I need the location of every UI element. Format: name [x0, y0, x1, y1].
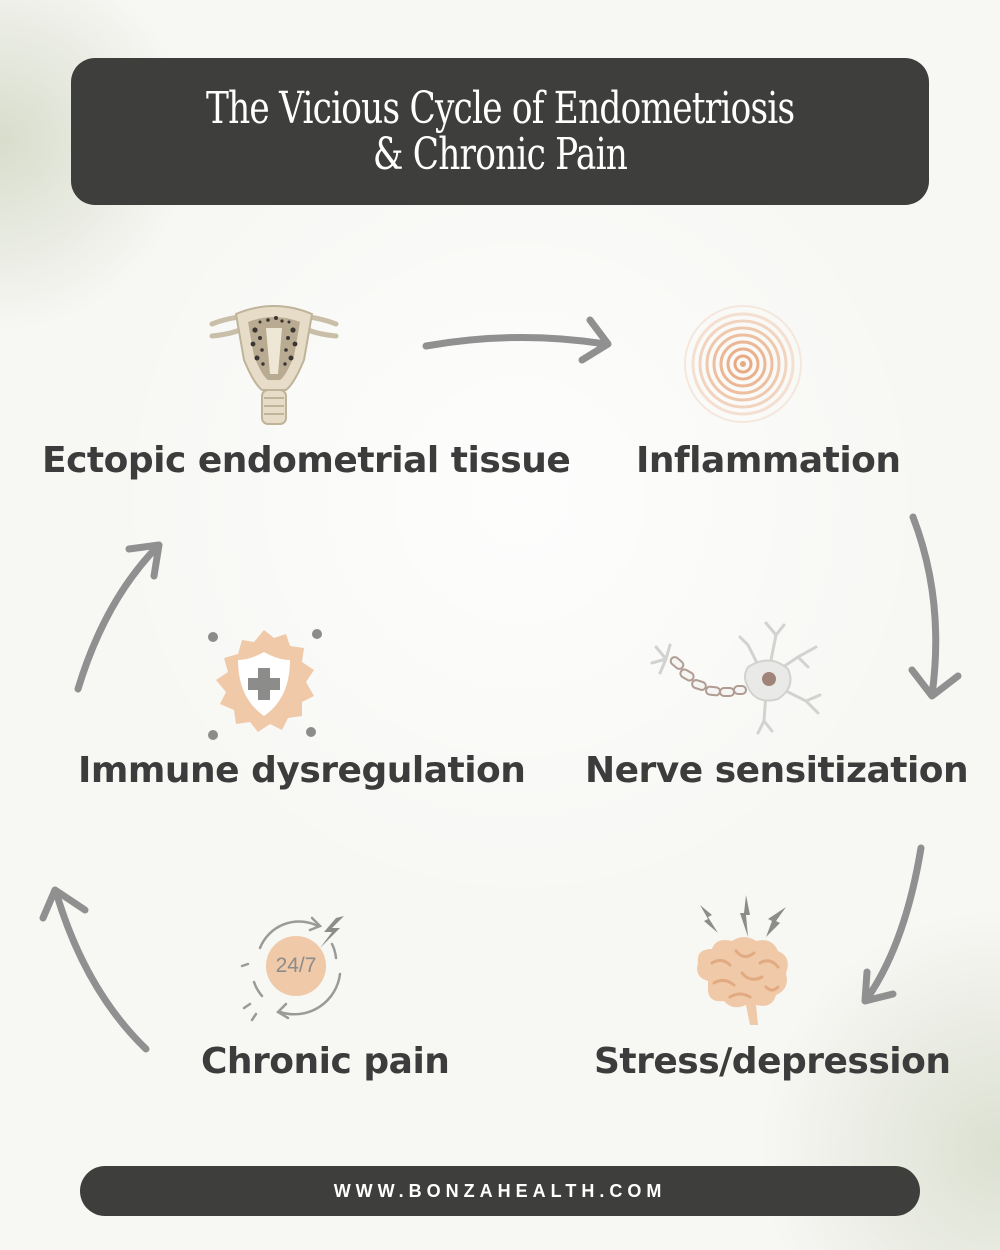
brain-lightning-icon [692, 893, 792, 1035]
footer-banner: WWW.BONZAHEALTH.COM [80, 1166, 920, 1216]
arrow-nerve-to-stress [865, 848, 921, 1001]
node-label-inflammation: Inflammation [636, 440, 901, 481]
clock-24-7-icon: 24/7 [240, 904, 355, 1026]
clock-24-7-text: 24/7 [266, 954, 326, 978]
arrow-inflammation-to-nerve [912, 517, 958, 696]
arrow-tissue-to-inflammation [426, 320, 608, 360]
node-label-ectopic-tissue: Ectopic endometrial tissue [42, 440, 570, 481]
immune-shield-icon [202, 624, 326, 744]
arrow-chronic-to-immune [78, 545, 159, 689]
arrow-stress-to-chronic [43, 890, 146, 1049]
ripple-circles-icon [683, 304, 803, 424]
node-label-chronic-pain: Chronic pain [201, 1041, 449, 1082]
node-label-stress-depression: Stress/depression [594, 1041, 951, 1082]
footer-url[interactable]: WWW.BONZAHEALTH.COM [334, 1181, 667, 1202]
node-label-nerve-sensitization: Nerve sensitization [585, 750, 968, 791]
uterus-icon [208, 300, 340, 426]
node-label-immune-dysregulation: Immune dysregulation [78, 750, 525, 791]
neuron-icon [648, 617, 828, 737]
